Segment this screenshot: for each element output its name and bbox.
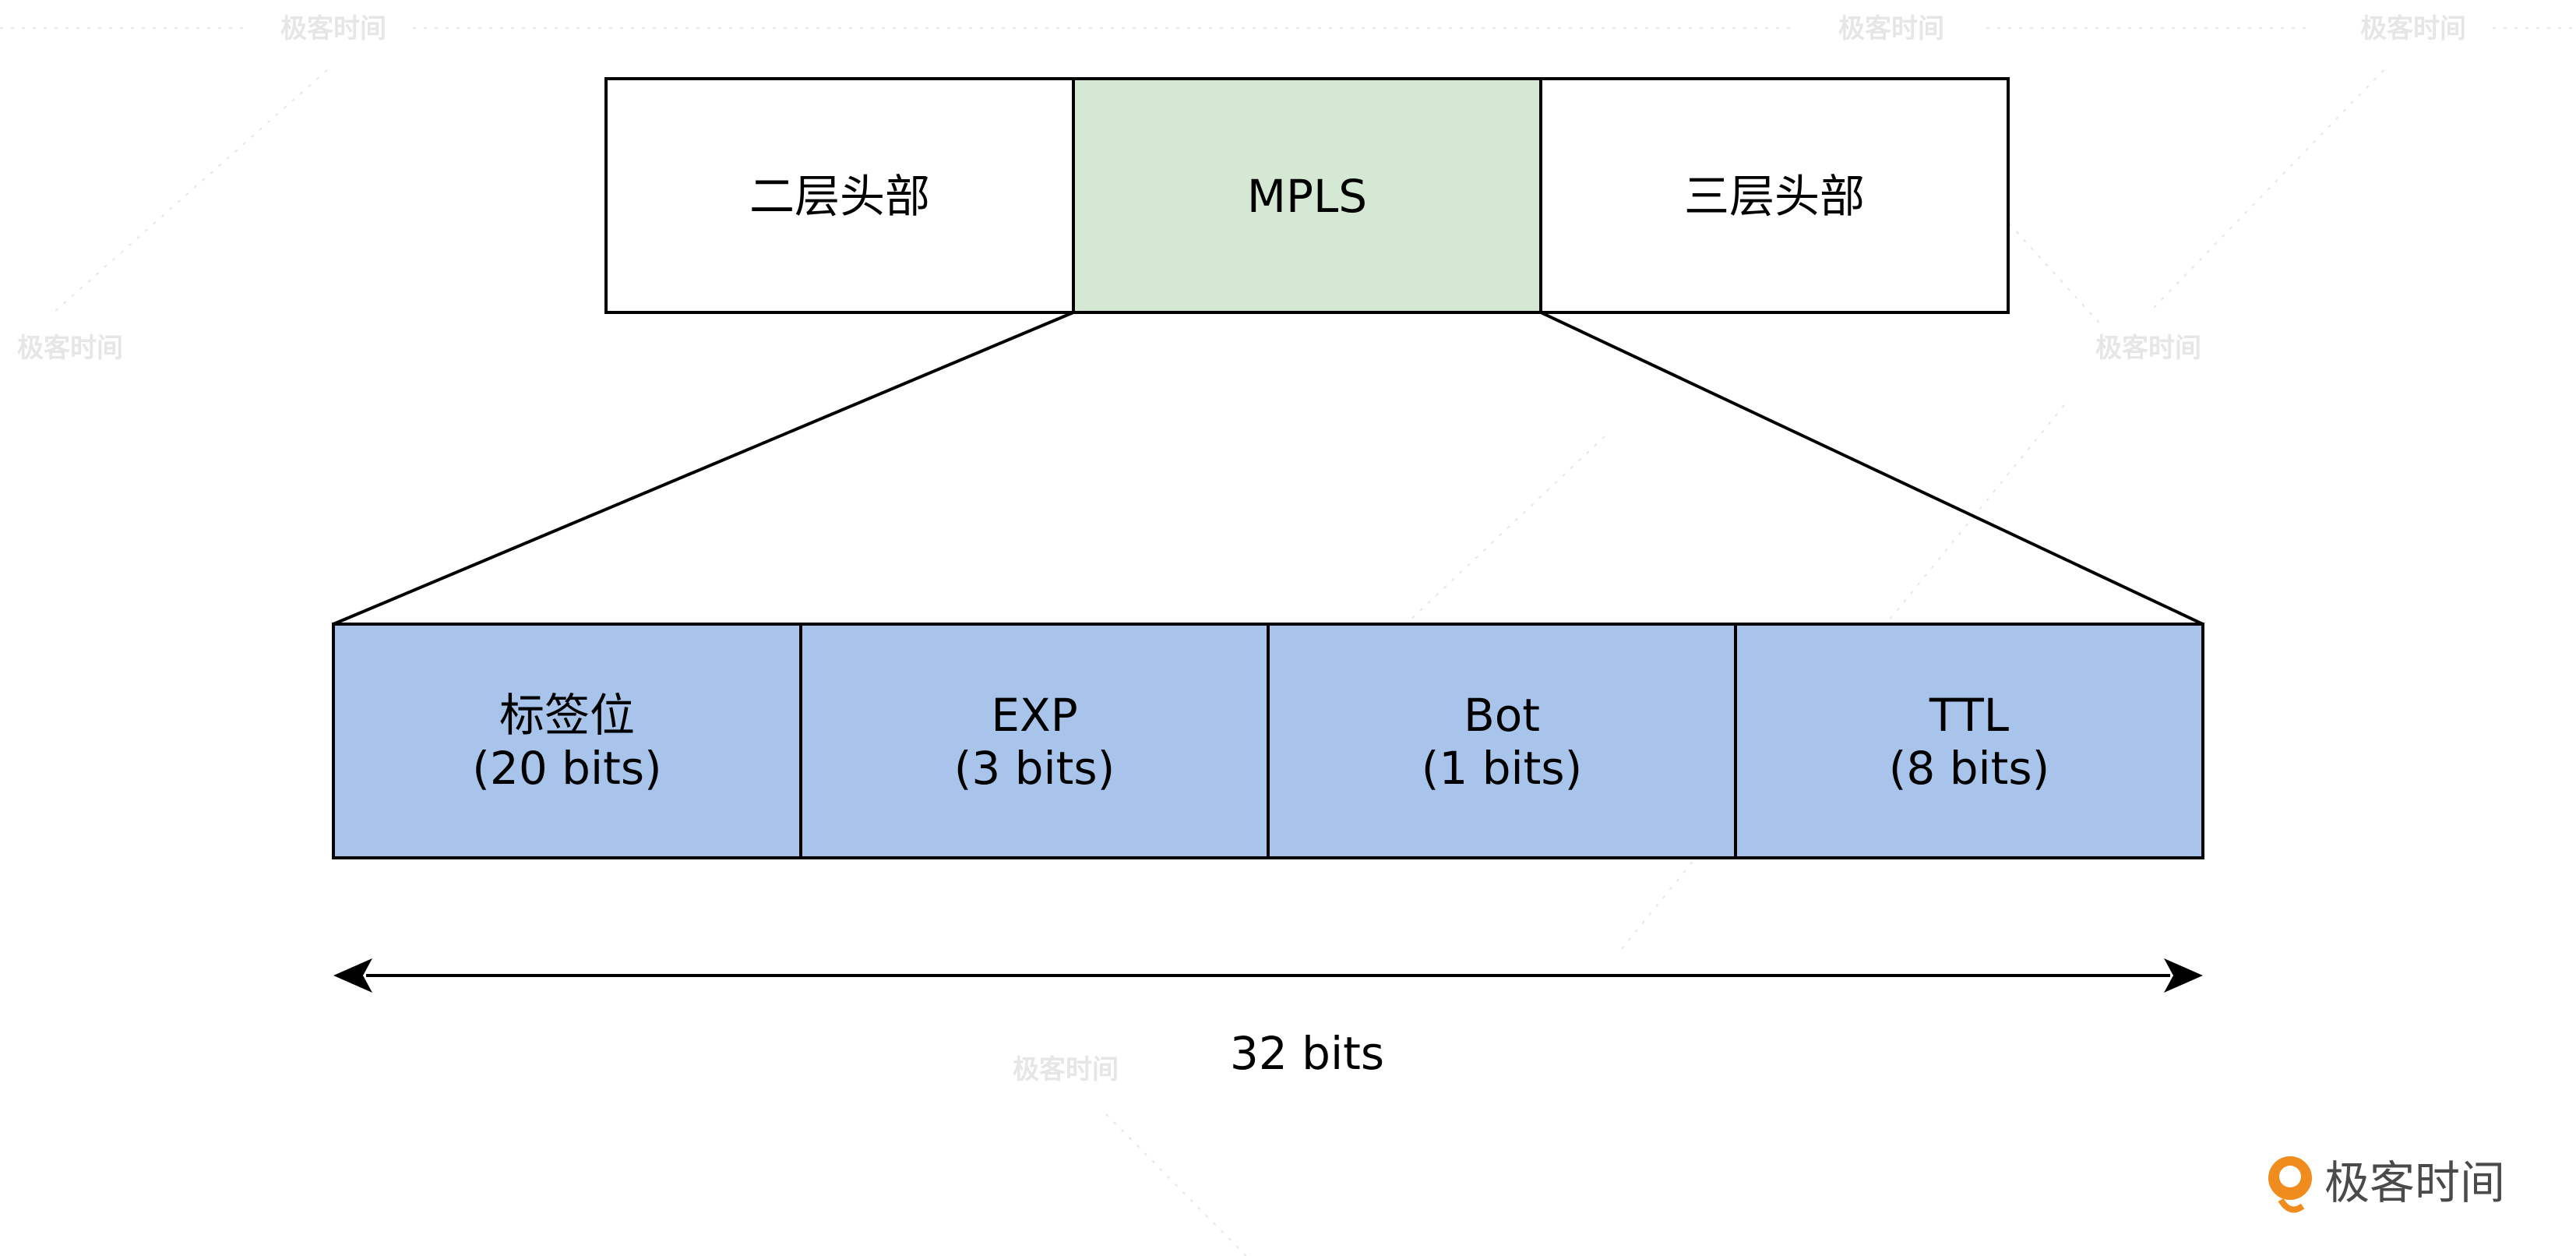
arrowhead-left (333, 958, 372, 993)
field-label-bits: (20 bits) (472, 742, 661, 795)
span-arrow (333, 958, 2203, 993)
watermark-text: 极客时间 (2360, 13, 2466, 44)
field-ttl-name: TTL (1929, 689, 2009, 742)
total-bits-label: 32 bits (1230, 1027, 1384, 1080)
logo-icon (2268, 1156, 2312, 1213)
field-ttl-cell (1734, 623, 2204, 859)
mpls-field-row: 标签位 (20 bits) EXP (3 bits) Bot (1 bits) … (332, 623, 2204, 859)
l3-header-cell (1539, 77, 2010, 314)
watermark-text: 极客时间 (17, 333, 123, 364)
mpls-header-cell (1072, 77, 1542, 314)
arrowhead-right (2164, 958, 2203, 993)
watermark-text: 极客时间 (1013, 1054, 1119, 1085)
l2-header-cell (604, 77, 1075, 314)
watermark-text: 极客时间 (280, 13, 386, 44)
field-label-name: 标签位 (499, 689, 635, 742)
zoom-line-right (1540, 311, 2204, 626)
field-ttl-bits: (8 bits) (1889, 742, 2049, 795)
field-exp-cell (799, 623, 1270, 859)
field-bot-cell (1267, 623, 1737, 859)
brand-logo: 极客时间 (2268, 1156, 2505, 1213)
zoom-line-left (333, 311, 1074, 626)
field-bot-name: Bot (1464, 689, 1540, 742)
l3-header-label: 三层头部 (1684, 170, 1865, 223)
field-exp-bits: (3 bits) (954, 742, 1115, 795)
field-bot-bits: (1 bits) (1422, 742, 1582, 795)
watermark-text: 极客时间 (1838, 13, 1944, 44)
field-exp-name: EXP (991, 689, 1077, 742)
watermark-text: 极客时间 (2095, 333, 2201, 364)
header-row: 二层头部 MPLS 三层头部 (604, 77, 2010, 314)
mpls-header-label: MPLS (1247, 170, 1367, 223)
logo-text: 极客时间 (2324, 1156, 2505, 1209)
l2-header-label: 二层头部 (749, 170, 930, 223)
